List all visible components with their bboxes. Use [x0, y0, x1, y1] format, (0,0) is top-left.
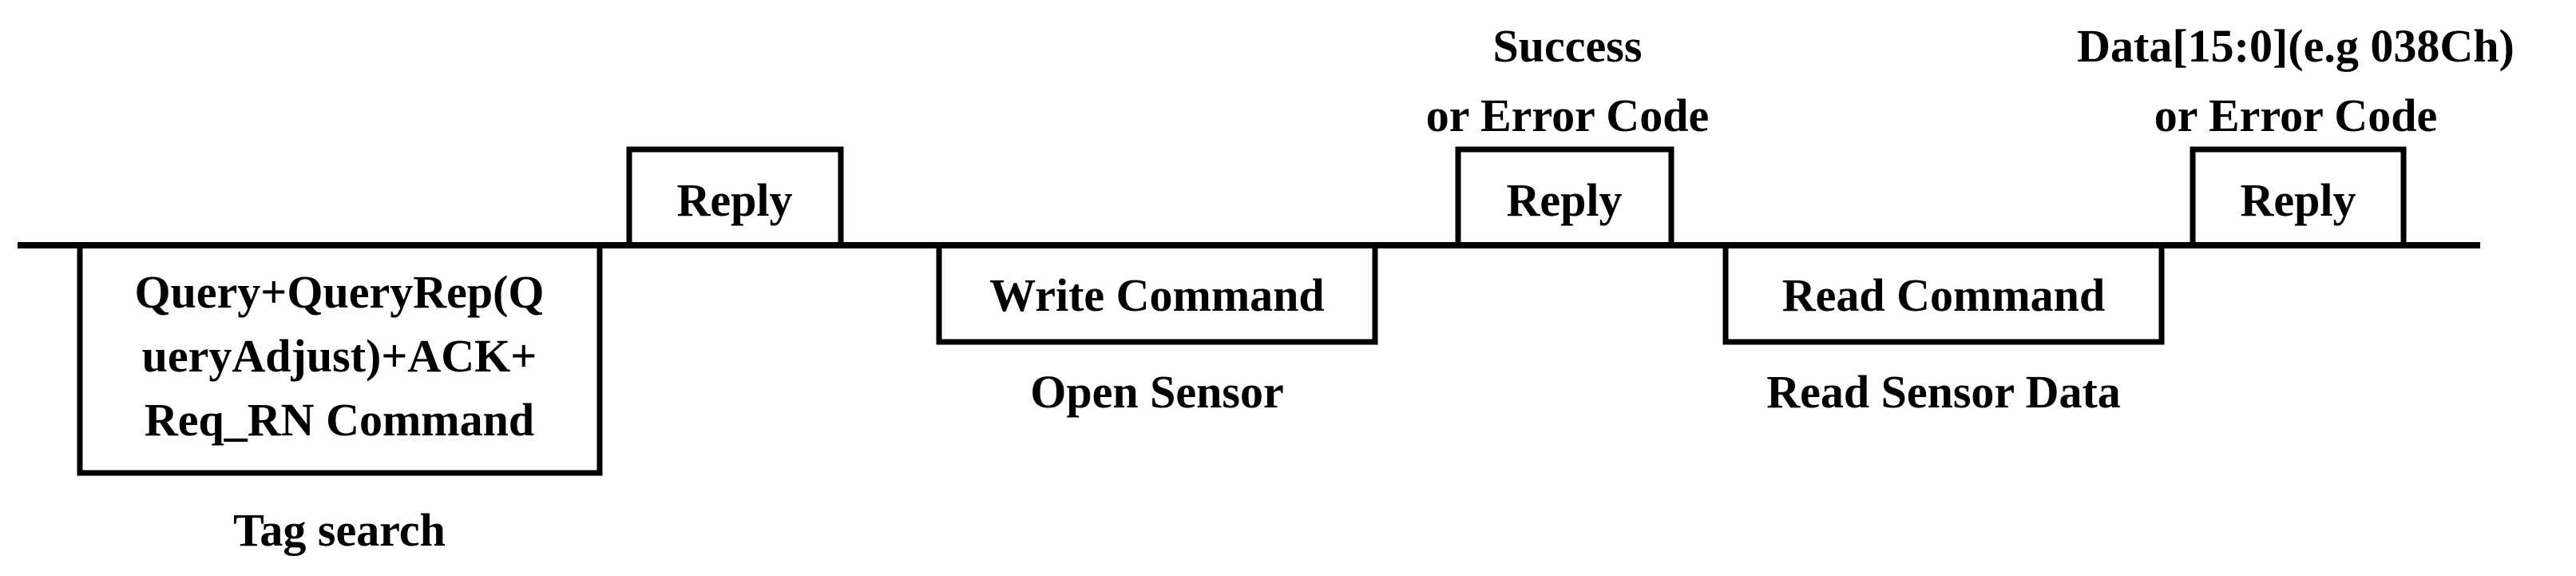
tag-search-command-line-3: Req_RN Command [145, 394, 534, 446]
tag-search-caption: Tag search [233, 504, 446, 556]
write-command-label: Write Command [989, 269, 1324, 321]
reply-2-note-line-2: or Error Code [1426, 89, 1709, 141]
reply-2-note-line-1: Success [1493, 20, 1643, 72]
reply-3-note-line-1: Data[15:0](e.g 038Ch) [2077, 20, 2515, 72]
read-sensor-data-caption: Read Sensor Data [1766, 366, 2121, 418]
reply-2-label: Reply [1507, 174, 1623, 226]
tag-search-command-line-1: Query+QueryRep(Q [134, 266, 544, 318]
tag-search-command-line-2: ueryAdjust)+ACK+ [142, 330, 537, 382]
reply-2-box [1455, 146, 1674, 248]
reply-3-label: Reply [2241, 174, 2356, 226]
open-sensor-caption: Open Sensor [1030, 366, 1283, 418]
read-command-label: Read Command [1782, 269, 2105, 321]
reply-1-label: Reply [677, 174, 793, 226]
reply-3-box [2190, 146, 2407, 248]
tag-search-command-box [77, 242, 603, 476]
reply-3-note-line-2: or Error Code [2154, 89, 2437, 141]
